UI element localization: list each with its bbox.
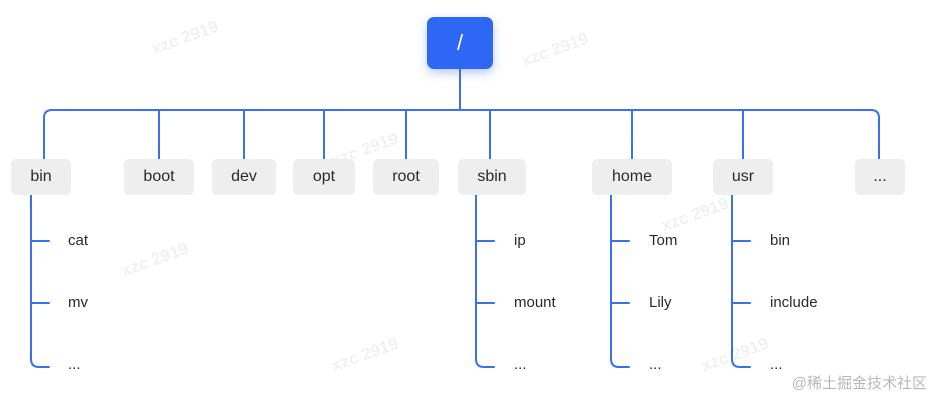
dir-node-sbin[interactable]: sbin	[458, 159, 526, 195]
dir-node-bin[interactable]: bin	[11, 159, 71, 195]
branch-sbin	[475, 194, 495, 368]
source-credit: @稀土掘金技术社区	[791, 375, 927, 392]
branch-bin	[30, 194, 50, 368]
leaf-home-tom[interactable]: Tom	[649, 232, 678, 249]
leaf-usr-bin[interactable]: bin	[770, 232, 791, 249]
dir-node-more[interactable]: ...	[855, 159, 905, 195]
leaf-bin-more[interactable]: ...	[68, 356, 81, 373]
branch-usr	[731, 194, 751, 368]
dir-node-home[interactable]: home	[592, 159, 672, 195]
leaf-home-lily[interactable]: Lily	[649, 294, 672, 311]
leaf-bin-mv[interactable]: mv	[68, 294, 88, 311]
leaf-home-more[interactable]: ...	[649, 356, 662, 373]
dir-node-boot[interactable]: boot	[124, 159, 194, 195]
leaf-usr-include[interactable]: include	[770, 294, 818, 311]
bus-line	[43, 109, 880, 161]
leaf-sbin-ip[interactable]: ip	[514, 232, 526, 249]
dir-node-usr[interactable]: usr	[713, 159, 773, 195]
dir-node-root[interactable]: root	[373, 159, 439, 195]
branch-home	[610, 194, 630, 368]
dir-node-opt[interactable]: opt	[293, 159, 355, 195]
leaf-usr-more[interactable]: ...	[770, 356, 783, 373]
leaf-sbin-more[interactable]: ...	[514, 356, 527, 373]
dir-node-dev[interactable]: dev	[212, 159, 276, 195]
leaf-bin-cat[interactable]: cat	[68, 232, 89, 249]
leaf-sbin-mount[interactable]: mount	[514, 294, 556, 311]
root-directory-node[interactable]: /	[427, 17, 493, 69]
